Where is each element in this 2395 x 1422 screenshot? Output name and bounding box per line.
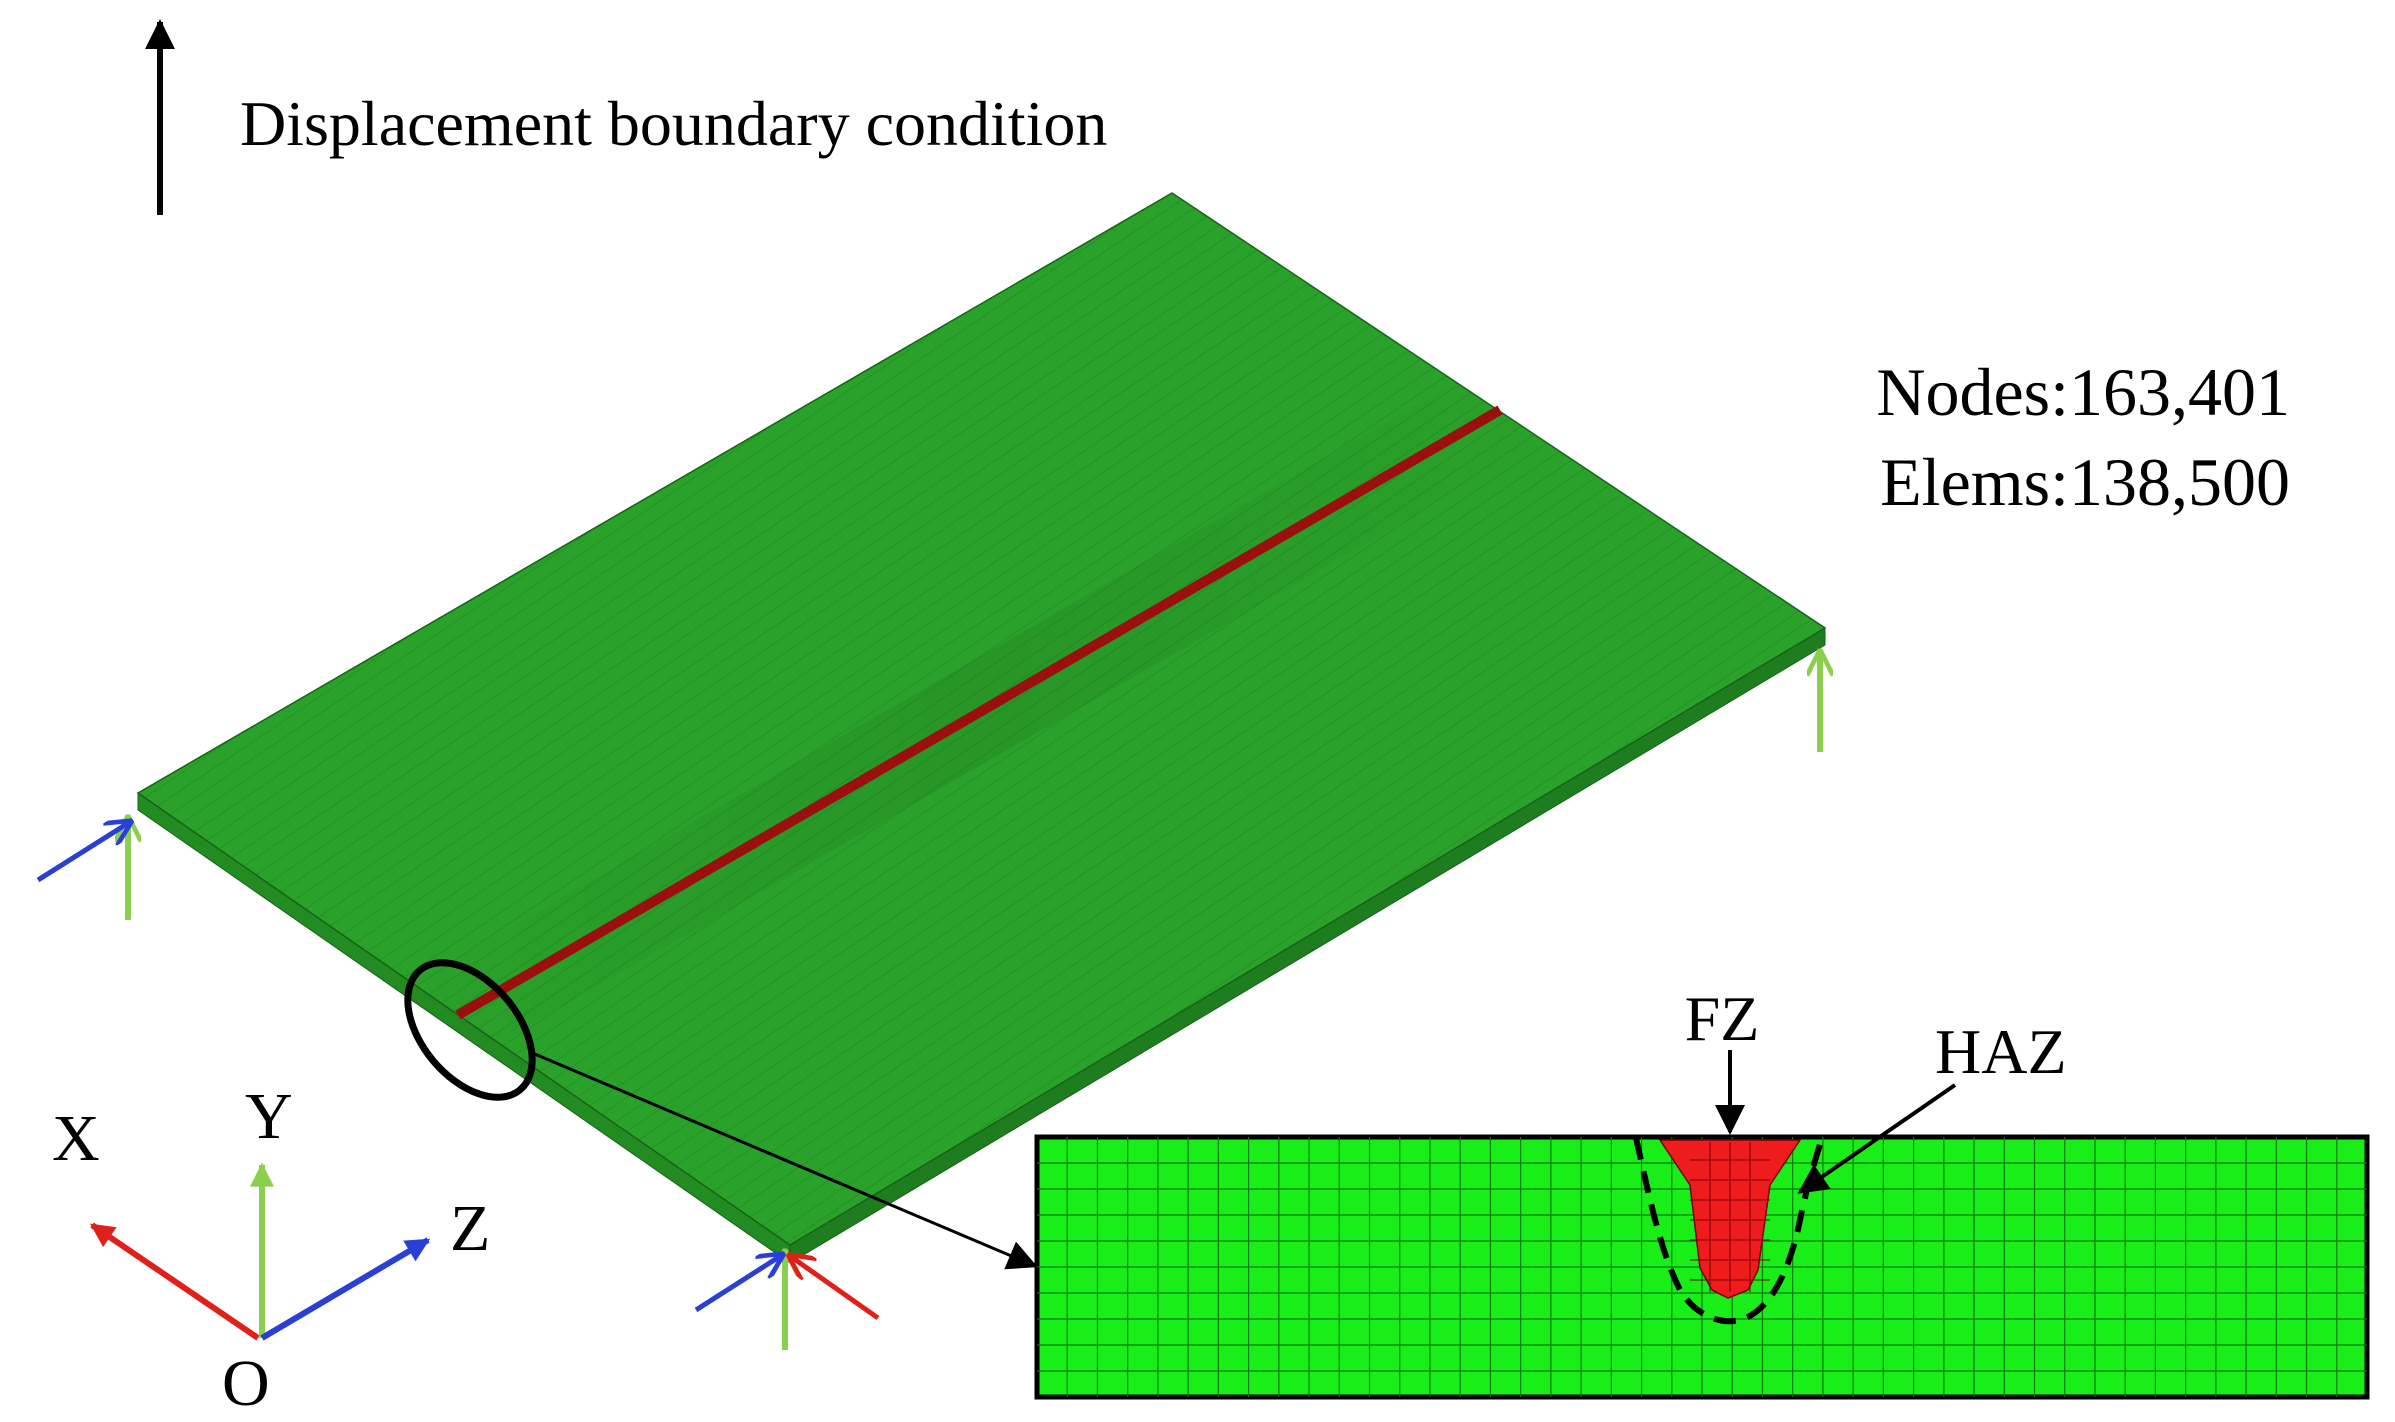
legend-label: Displacement boundary condition (240, 88, 1107, 159)
legend: Displacement boundary condition (145, 19, 1107, 215)
axis-z-arrow (260, 1237, 431, 1341)
axis-z-label: Z (450, 1192, 490, 1265)
fz-label: FZ (1685, 983, 1760, 1054)
support-arrows (36, 652, 1820, 1350)
support-arrow-front-z (694, 1255, 782, 1313)
cross-section-detail: FZ HAZ (1034, 983, 2370, 1400)
detail-marker-ellipse (404, 959, 536, 1101)
support-arrow-front-x (790, 1256, 880, 1321)
detail-leader-line (529, 1050, 1038, 1270)
origin-label: O (222, 1347, 270, 1420)
axis-x-label: X (52, 1102, 100, 1175)
support-arrow-left-z (36, 822, 130, 883)
coordinate-axes: X Y Z O (52, 1080, 490, 1420)
axis-y-label: Y (245, 1080, 293, 1153)
nodes-count: Nodes:163,401 (1876, 354, 2290, 430)
mesh-stats: Nodes:163,401 Elems:138,500 (1876, 354, 2290, 520)
plate-model (136, 192, 1827, 1270)
fusion-zone-mesh (1690, 1142, 1770, 1292)
axis-x-arrow (90, 1222, 260, 1341)
haz-arrow (1797, 1083, 1957, 1194)
weld-line (455, 405, 1503, 1020)
elements-count: Elems:138,500 (1880, 444, 2290, 520)
haz-label: HAZ (1935, 1016, 2067, 1087)
